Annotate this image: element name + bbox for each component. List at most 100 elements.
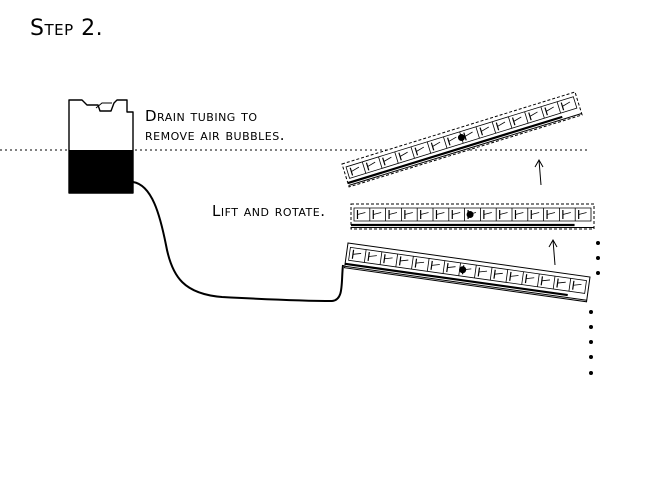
rail-cell-mark: [388, 212, 398, 215]
rail-outline: [343, 242, 591, 303]
rail-cell-divider: [379, 251, 383, 265]
drain-instruction: Drain tubing to remove air bubbles.: [145, 107, 285, 145]
rail-pivot-dot: [466, 211, 474, 218]
rail-cell-mark: [414, 147, 419, 156]
rail-cell-mark: [578, 212, 587, 215]
rail-cell-mark: [368, 255, 377, 257]
rail-cell-mark: [420, 212, 429, 215]
rail-cell-mark: [562, 212, 571, 215]
rail-cell-mark: [357, 212, 366, 215]
rail-cell-mark: [545, 106, 554, 112]
continuation-dot: [589, 325, 593, 329]
rail-cell-divider: [521, 271, 524, 285]
rail-base-bar: [344, 262, 568, 297]
rail-cell-mark: [384, 257, 393, 260]
rail-cell-mark: [481, 126, 489, 132]
rail-cell-divider: [475, 126, 480, 139]
rail-cell-mark: [404, 212, 413, 215]
rail-cell-mark: [464, 131, 473, 137]
fluid-container-icon: [68, 99, 134, 194]
rail-cell-mark: [526, 277, 535, 280]
rail-cell-mark: [478, 270, 488, 273]
rail-cell-divider: [491, 121, 497, 134]
rail-cell-divider: [411, 256, 414, 270]
rail-cell-divider: [474, 265, 477, 278]
step-title: Step 2.: [30, 16, 104, 41]
rail-cell-divider: [394, 151, 399, 164]
rail-cell-divider: [507, 116, 513, 129]
rail-cell-divider: [505, 269, 509, 283]
rail-cell-mark: [494, 272, 503, 275]
rail-pivot-dot: [459, 266, 467, 274]
rail-cell-mark: [373, 212, 382, 215]
rail-cell-mark: [416, 146, 425, 152]
rail-cell-mark: [436, 212, 445, 215]
continuation-dot: [596, 241, 600, 245]
rail-cell-mark: [367, 251, 370, 262]
rail-cell-mark: [557, 281, 566, 284]
rail-base-line: [344, 265, 587, 301]
continuation-dot: [596, 256, 600, 260]
rail-cell-mark: [531, 212, 540, 215]
rail-base-bar: [347, 115, 563, 185]
rail-cell-divider: [540, 106, 545, 119]
rail-cell-mark: [541, 279, 551, 282]
continuation-dot: [589, 310, 593, 314]
rail-cell-mark: [452, 212, 461, 215]
rail-cell-mark: [546, 212, 556, 215]
continuation-dot: [589, 371, 593, 375]
rail-cell-divider: [426, 258, 430, 272]
rail-cell-mark: [497, 121, 506, 127]
lift-instruction: Lift and rotate.: [212, 202, 326, 220]
rail-middle: [350, 203, 595, 230]
rail-cell-mark: [515, 212, 524, 215]
rail-cell-divider: [395, 253, 399, 267]
rail-cell-mark: [529, 111, 538, 117]
rail-cell-divider: [489, 267, 493, 281]
rail-cell-mark: [499, 212, 508, 215]
rail-cell-mark: [513, 116, 522, 122]
rail-cell-mark: [510, 275, 519, 277]
rail-cell-divider: [552, 276, 556, 290]
up-arrow-icon: [548, 238, 558, 266]
rail-cell-divider: [568, 278, 572, 292]
rail-cell-mark: [573, 283, 582, 286]
rail-cell-divider: [410, 146, 415, 159]
rail-cell-mark: [383, 156, 392, 162]
rail-cell-mark: [398, 152, 402, 161]
rail-cell-divider: [537, 273, 540, 287]
rail-cell-mark: [415, 261, 425, 264]
up-arrow-icon: [534, 158, 544, 186]
rail-cell-mark: [382, 157, 386, 166]
rail-top: [341, 91, 583, 188]
rail-cell-mark: [483, 212, 492, 215]
rail-pivot-dot: [457, 134, 465, 142]
rail-cell-divider: [524, 111, 529, 124]
rail-cell-mark: [398, 256, 402, 266]
rail-cell-divider: [443, 136, 448, 149]
rail-cell-mark: [448, 136, 457, 142]
rail-cell-divider: [378, 156, 383, 169]
rail-cell-mark: [414, 258, 418, 268]
rail-cell-mark: [447, 137, 451, 146]
rail-cell-mark: [399, 151, 408, 157]
rail-bottom: [343, 242, 591, 303]
rail-cell-divider: [442, 260, 446, 274]
rail-cell-mark: [352, 253, 362, 255]
rail-cell-divider: [363, 249, 367, 263]
rail-cell-mark: [509, 271, 512, 281]
drain-instruction-line-2: remove air bubbles.: [145, 126, 285, 144]
rail-cell-divider: [361, 161, 367, 174]
drain-instruction-line-1: Drain tubing to: [145, 107, 258, 125]
rail-cell-mark: [400, 259, 409, 262]
rail-cell-mark: [430, 142, 435, 151]
rail-cell-divider: [556, 101, 562, 114]
tubing-line: [132, 181, 344, 303]
rail-cell-mark: [447, 266, 456, 268]
rail-cell-mark: [495, 122, 500, 131]
rail-cell-band: [345, 96, 578, 179]
rail-cell-mark: [367, 161, 376, 167]
rail-base-line: [348, 113, 582, 186]
rail-cell-band: [348, 246, 587, 294]
rail-cell-mark: [351, 166, 360, 172]
